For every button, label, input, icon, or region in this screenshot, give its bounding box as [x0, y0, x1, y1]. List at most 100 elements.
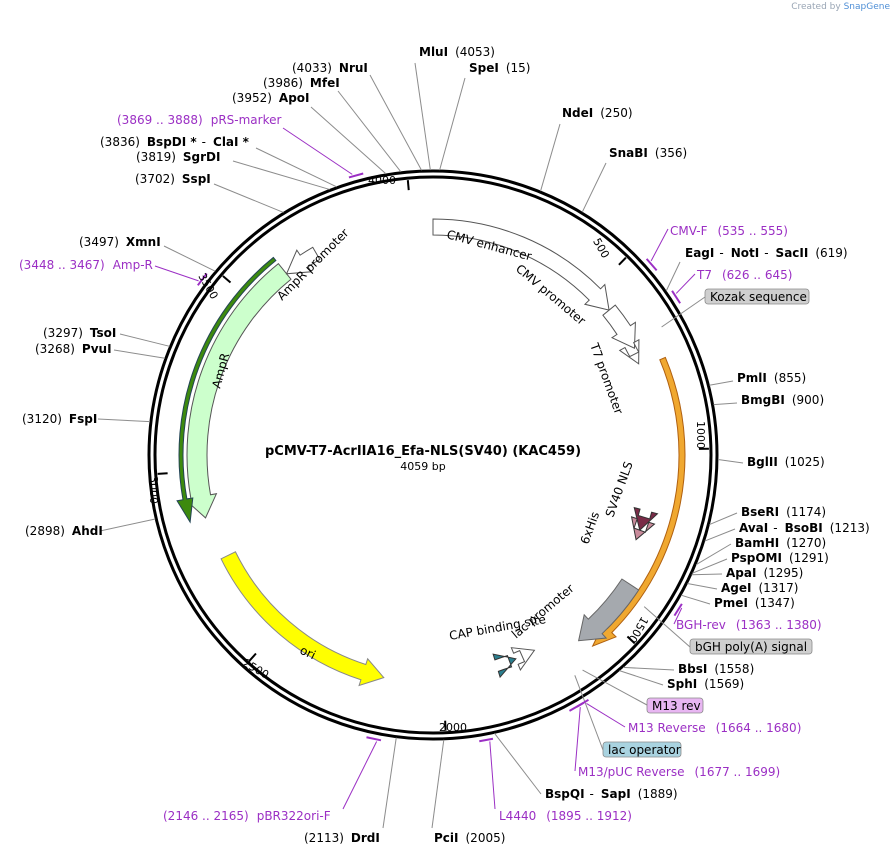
primer-bar-bgh-rev: [673, 603, 683, 617]
box-text: bGH poly(A) signal: [695, 640, 807, 654]
site-pos-text: (619): [815, 246, 847, 260]
callout-line: [414, 62, 431, 171]
callout-line: [119, 333, 170, 347]
site-label-bspdi-: (3836)BspDI *-ClaI *: [100, 135, 250, 149]
callout-line: [661, 296, 706, 328]
box-bg: [602, 741, 682, 758]
site-label-sphi: SphI(1569): [667, 677, 744, 691]
site-name-text: AgeI: [721, 581, 751, 595]
site-pos-text: (1174): [786, 505, 826, 519]
primer-name: Amp-R: [113, 258, 153, 272]
primer-bar-cmv-f: [645, 258, 658, 272]
site-name-text: PmlI: [737, 371, 767, 385]
branding-prefix: Created by: [791, 2, 841, 12]
box-bg: [704, 288, 810, 305]
callout-line: [540, 123, 561, 192]
callout-line: [154, 265, 199, 282]
site-pos-text: (1347): [755, 596, 795, 610]
site-label-pcii: PciI(2005): [434, 831, 505, 845]
site-pos-text: (15): [506, 61, 531, 75]
primer-name: pRS-marker: [211, 113, 282, 127]
box-text: M13 rev: [652, 699, 701, 713]
callout-line: [709, 380, 734, 386]
box-bg: [689, 638, 813, 655]
site-name-text: PciI: [434, 831, 459, 845]
feature-label-lac-promoter: lac promoter: [509, 581, 577, 641]
site-pos-text: (1270): [786, 536, 826, 550]
callout-line: [704, 528, 736, 542]
site-name-text: PvuI: [82, 342, 112, 356]
box-text: Kozak sequence: [710, 290, 807, 304]
site-pos-text: (2113): [304, 831, 344, 845]
site-sep-text: -: [719, 246, 723, 260]
callout-line: [717, 459, 744, 464]
site-name-text: PmeI: [714, 596, 748, 610]
site-name-text: MluI: [419, 45, 448, 59]
site-label-apai: ApaI(1295): [726, 566, 803, 580]
site-name-text: BspDI *: [147, 135, 197, 149]
tick-mark-3500: [222, 275, 232, 284]
site-pos-text: (2898): [25, 524, 65, 538]
callout-line: [113, 349, 166, 359]
primer-bar-t7: [671, 290, 681, 304]
site-label-bseri: BseRI(1174): [741, 505, 826, 519]
callout-line: [619, 670, 664, 686]
primer-name: L4440: [499, 809, 536, 823]
site-pos-text: (855): [774, 371, 806, 385]
site-label-spei: SpeI(15): [469, 61, 530, 75]
site-name-text: ApaI: [726, 566, 756, 580]
site-label-bglii: BglII(1025): [747, 455, 825, 469]
site-pos-text: (3702): [135, 172, 175, 186]
site-pos-text: (1569): [704, 677, 744, 691]
cmv-promoter-arrow: [602, 304, 636, 350]
callout-line: [709, 512, 738, 526]
cap-binding-arrow: [492, 653, 517, 679]
site-label-bspqi: BspQI-SapI(1889): [545, 787, 678, 801]
site-name-text: FspI: [69, 412, 97, 426]
primer-bar-prs-marker: [348, 172, 364, 179]
feature-arrows: [176, 172, 686, 743]
feature-label-ampr-promoter: AmpR promoter: [274, 226, 351, 303]
callout-line: [675, 273, 696, 294]
primer-range: (3448 .. 3467): [19, 258, 105, 272]
callout-line: [581, 162, 607, 213]
callout-line: [623, 666, 675, 671]
site-name-text: BamHI: [735, 536, 779, 550]
site-name-text: BglII: [747, 455, 778, 469]
primer-range: (2146 .. 2165): [163, 809, 249, 823]
site-name2-text: BsoBI: [785, 521, 823, 535]
feature-label-6xhis: 6xHis: [578, 510, 603, 546]
box-label-lac-operator: lac operator: [602, 741, 682, 758]
callout-line: [691, 573, 723, 576]
callout-line: [369, 74, 422, 171]
site-pos-text: (1291): [789, 551, 829, 565]
site-name2-text: ClaI *: [213, 135, 250, 149]
site-pos-text: (3952): [232, 91, 272, 105]
callout-line: [574, 675, 604, 751]
primer-name: pBR322ori-F: [257, 809, 331, 823]
site-name-text: TsoI: [90, 326, 116, 340]
site-pos-text: (3297): [43, 326, 83, 340]
site-pos-text: (1317): [758, 581, 798, 595]
tick-mark-4000: [406, 180, 410, 191]
site-name-text: BbsI: [678, 662, 707, 676]
site-name-text: SnaBI: [609, 146, 648, 160]
ampr-arrow: [183, 262, 292, 519]
site-pos-text: (900): [792, 393, 824, 407]
site-sep-text: -: [773, 521, 777, 535]
site-name-text: MfeI: [310, 76, 340, 90]
callout-line: [310, 106, 387, 175]
callout-line: [99, 518, 156, 532]
site-name-text: SgrDI: [183, 150, 221, 164]
callout-line: [232, 160, 330, 190]
primer-label-pbr322ori-f: (2146 .. 2165) pBR322ori-F: [163, 809, 331, 823]
site-name-text: BspQI: [545, 787, 585, 801]
site-name-text: BmgBI: [741, 393, 785, 407]
primer-name: M13 Reverse: [628, 721, 706, 735]
cmv-enhancer-arrow: [432, 218, 610, 311]
6xhis-arrow: [630, 516, 656, 541]
callout-line: [282, 127, 353, 175]
primer-name: CMV-F: [670, 224, 708, 238]
callout-line: [97, 418, 150, 423]
